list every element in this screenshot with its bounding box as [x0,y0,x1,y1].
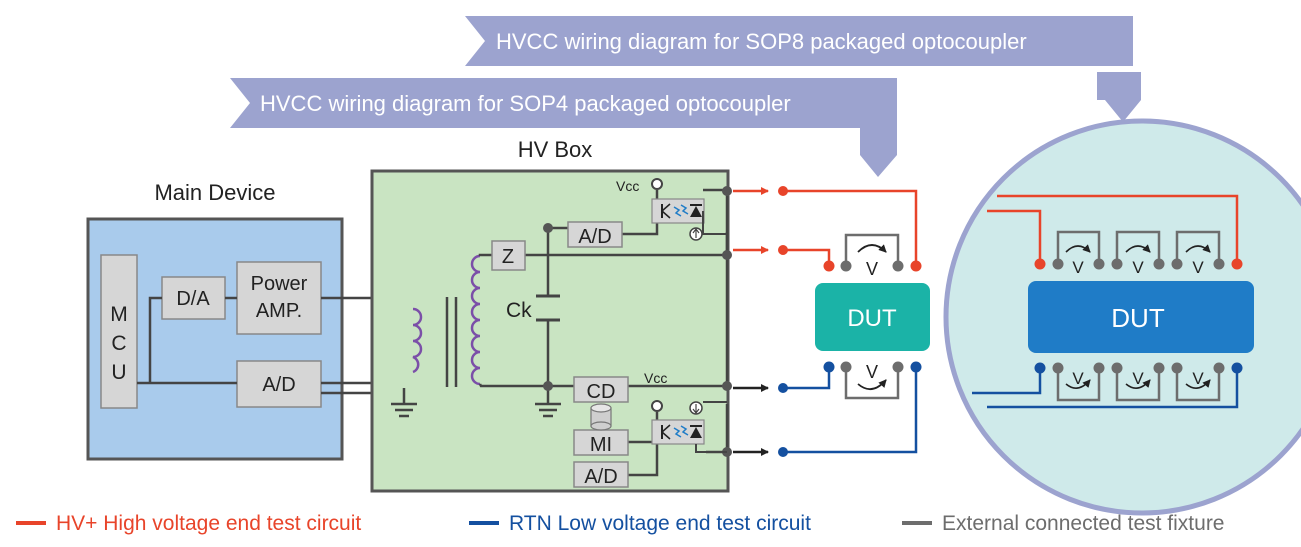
legend-rtn-text: RTN Low voltage end test circuit [509,512,811,535]
junction-dot [543,223,553,233]
current-sensor-icon [590,403,612,431]
hv-ad-top-label: A/D [578,226,611,248]
main-ad-block [236,360,322,408]
vcc-bottom-terminal [651,400,663,412]
ground-symbol-left [391,388,417,418]
legend-ext-text: External connected test fixture [942,512,1225,535]
dut-meter-label: V [866,362,878,382]
vcc-top-label: Vcc [616,178,639,194]
hv-ad-top-block [567,221,623,248]
dut-pin [840,361,852,373]
mi-block [573,429,629,456]
dut-pin [892,260,904,272]
optocoupler-bottom [651,401,727,453]
sop8-wiring [972,194,1239,409]
sop4-banner-text: HVCC wiring diagram for SOP4 packaged op… [260,91,791,116]
hv-box-title: HV Box [518,137,593,162]
legend-hv-text: HV+ High voltage end test circuit [56,512,361,535]
cd-block [573,376,629,403]
main-device-title: Main Device [154,180,275,205]
cd-label: CD [587,381,616,403]
mcu-letter-m: M [110,303,128,326]
capacitor-ck [536,294,560,322]
hv-ad-bottom-label: A/D [584,466,617,488]
dut-pin [840,260,852,272]
junction-dot [722,381,732,391]
dut-small-label: DUT [847,305,897,332]
junction-dot [722,186,732,196]
sop8-banner-text: HVCC wiring diagram for SOP8 packaged op… [496,29,1027,54]
dut-meter-label: V [1132,258,1144,277]
mi-label: MI [590,434,612,456]
dut-large-label: DUT [1111,303,1165,333]
dut-pin [823,361,835,373]
sop8-meter-arrows [1065,244,1211,389]
vcc-bottom-label: Vcc [644,370,667,386]
hv-terminal [778,186,788,196]
optocoupler-top [651,198,727,241]
dut-large-body [1028,281,1254,353]
power-amp-block [236,261,322,335]
main-ad-label: A/D [262,374,295,396]
sop8-banner: HVCC wiring diagram for SOP8 packaged op… [465,16,1141,122]
hv-ad-bottom-block [573,461,629,488]
power-amp-line1: Power [251,273,308,295]
da-label: D/A [176,288,210,310]
rtn-terminal [778,383,788,393]
dut-meter-label: V [1192,258,1204,277]
sop4-banner: HVCC wiring diagram for SOP4 packaged op… [230,78,897,177]
dut-meter-label: V [1132,369,1144,388]
primary-coil [412,307,423,374]
sop8-fixtures [1056,230,1221,402]
mcu-letter-u: U [111,361,126,384]
sop4-wiring [783,189,918,454]
junction-dot [722,250,732,260]
ck-label: Ck [506,299,532,322]
legend: HV+ High voltage end test circuit RTN Lo… [16,512,1225,535]
mcu-block [100,254,138,409]
rtn-terminal [778,447,788,457]
dut-large-pins [1034,258,1243,374]
dut-pin [910,361,922,373]
dut-small-body [815,283,930,351]
transformer [412,254,481,387]
dut-pin [910,260,922,272]
hv-terminal [778,245,788,255]
dut-pin [823,260,835,272]
sop4-fixture: V V [844,233,900,400]
power-amp-line2: AMP. [256,300,302,322]
dut-pin [892,361,904,373]
vcc-top-terminal [651,178,663,190]
z-label: Z [502,246,514,268]
dut-meter-label: V [1192,369,1204,388]
dut-meter-label: V [1072,369,1084,388]
junction-dot [543,381,553,391]
secondary-coil [470,254,481,386]
z-block [491,240,526,271]
dut-meter-label: V [866,259,878,279]
dut-meter-label: V [1072,258,1084,277]
mcu-letter-c: C [111,332,126,355]
